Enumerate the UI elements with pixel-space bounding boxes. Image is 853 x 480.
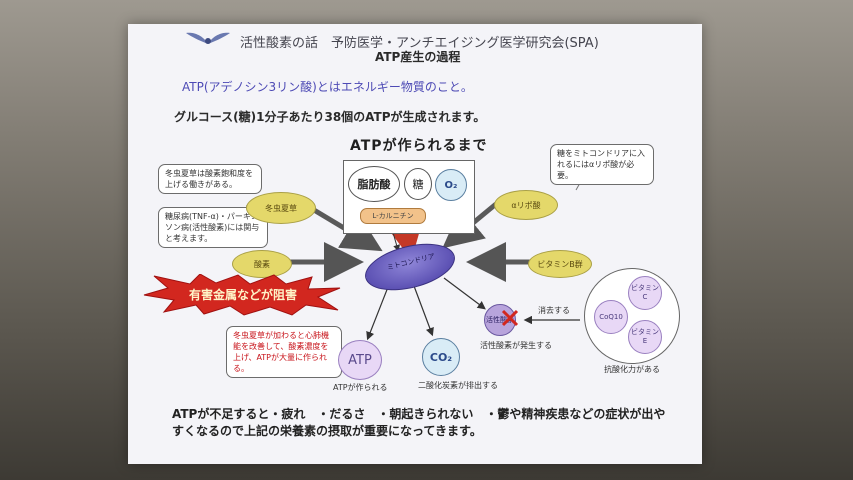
glucose-text: グルコース(糖)1分子あたり38個のATPが生成されます。 [174,110,486,124]
lipoic-callout: 糖をミトコンドリアに入れるにはαリポ酸が必要。 [550,144,654,185]
bottom-text-line2: すくなるので上記の栄養素の摂取が重要になってきます。 [172,424,482,438]
co2-note: 二酸化炭素が排出する [418,381,498,390]
cross-mark-icon [501,309,519,327]
cordyceps-callout: 冬虫夏草は酸素飽和度を上げる働きがある。 [158,164,262,194]
reactive-oxygen-circle: 活性酸素 [484,304,516,336]
carnitine-label: L-カルニチン [360,208,426,224]
bottom-text-line1: ATPが不足すると・疲れ ・だるさ ・朝起きられない ・鬱や精神疾患などの症状が… [172,407,666,421]
wing-logo-icon [186,32,230,44]
vitamin-e-circle: ビタミンE [628,320,662,354]
arrow-ros [443,277,486,310]
cordyceps-effect-callout: 冬虫夏草が加わると心肺機能を改善して、酸素濃度を上げ、ATPが大量に作られる。 [226,326,342,378]
oxygen-pill: 酸素 [232,250,292,278]
atp-made-note: ATPが作られる [333,383,388,392]
header-title: 活性酸素の話 予防医学・アンチエイジング医学研究会(SPA) [240,36,599,51]
diagram-title: ATPが作られるまで [350,138,488,154]
atp-circle: ATP [338,340,382,380]
arrow-co2 [413,285,434,337]
ros-note: 活性酸素が発生する [480,341,552,350]
cancel-note: 消去する [538,306,570,315]
coq10-circle: CoQ10 [594,300,628,334]
cordyceps-pill: 冬虫夏草 [246,192,316,224]
fatty-acid-oval: 脂肪酸 [348,166,400,202]
sugar-oval: 糖 [404,168,432,200]
vitamin-c-circle: ビタミンC [628,276,662,310]
projected-slide: 活性酸素の話 予防医学・アンチエイジング医学研究会(SPA) ATP産生の過程 … [128,24,702,464]
heavy-metal-starburst-icon [143,274,341,316]
arrow-atp [366,281,391,341]
slide-title: ATP産生の過程 [375,50,461,64]
oxygen-circle: O₂ [435,169,467,201]
co2-circle: CO₂ [422,338,460,376]
heavy-metal-label: 有害金属などが阻害 [188,288,297,302]
antioxidant-note: 抗酸化力がある [604,365,660,374]
intro-text: ATP(アデノシン3リン酸)とはエネルギー物質のこと。 [182,80,473,94]
vitamin-b-pill: ビタミンB群 [528,250,592,278]
lipoic-acid-pill: αリポ酸 [494,190,558,220]
